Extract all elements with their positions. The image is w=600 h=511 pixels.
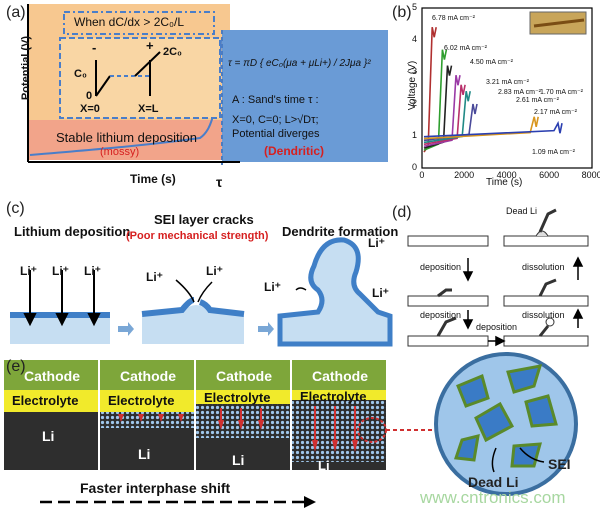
zero-label: 0 — [86, 90, 93, 102]
pink-region — [28, 120, 230, 160]
panel-a-xlabel: Time (s) — [130, 172, 176, 186]
plus-sign: + — [146, 38, 154, 53]
panel-e-label: (e) — [6, 358, 26, 375]
ion-1: Li⁺ — [20, 264, 37, 278]
series-label: 6.02 mA cm⁻² — [444, 45, 487, 52]
blue-region — [222, 30, 388, 162]
li-3: Li — [232, 452, 245, 468]
series-label: 1.09 mA cm⁻² — [532, 149, 575, 156]
stage2-title: SEI layer cracks — [154, 212, 254, 227]
ion-4: Li⁺ — [146, 270, 163, 284]
dissolution-2: dissolution — [522, 310, 565, 320]
cell-columns — [4, 360, 386, 470]
series-line — [423, 91, 471, 144]
ion-3: Li⁺ — [84, 264, 101, 278]
li-2: Li — [138, 446, 151, 462]
c0-label: C₀ — [74, 68, 87, 80]
tau-label: τ — [216, 174, 223, 190]
sei-label: SEI — [548, 456, 571, 472]
stage3-title: Dendrite formation — [282, 224, 399, 239]
dendritic-label: (Dendritic) — [264, 144, 324, 158]
sand-equation: τ = πD { eC₀(μa + μLi+) / 2Jμa }² — [228, 58, 371, 69]
series-line — [423, 84, 466, 146]
panel-c-label: (c) — [6, 200, 25, 217]
cathode-2: Cathode — [120, 368, 176, 384]
ion-7: Li⁺ — [368, 236, 385, 250]
mossy-label: (mossy) — [100, 146, 140, 158]
deposition-1: deposition — [420, 262, 462, 272]
series-label: 4.50 mA cm⁻² — [470, 59, 513, 66]
series-line — [423, 120, 563, 138]
xtick-label: 4000 — [496, 170, 517, 180]
cathode-1: Cathode — [24, 368, 80, 384]
panel-b-label: (b) — [392, 4, 412, 21]
ion-6: Li⁺ — [264, 280, 281, 294]
ytick-label: 0 — [412, 162, 418, 172]
xtick-label: 0 — [419, 170, 425, 180]
sand-time-label: A : Sand's time τ : — [232, 94, 319, 106]
electrolyte-3: Electrolyte — [204, 390, 271, 405]
ion-8: Li⁺ — [372, 286, 389, 300]
xl-label: X=L — [138, 103, 159, 115]
panel-b-xlabel: Time (s) — [486, 177, 523, 188]
dead-li-label: Dead Li — [506, 206, 538, 216]
shift-label: Faster interphase shift — [80, 480, 231, 496]
cathode-3: Cathode — [216, 368, 272, 384]
ion-2: Li⁺ — [52, 264, 69, 278]
panel-d-label: (d) — [392, 204, 412, 221]
deposition-2: deposition — [420, 310, 462, 320]
diverges-text: Potential diverges — [232, 128, 320, 140]
xtick-label: 8000 — [581, 170, 600, 180]
electrolyte-2: Electrolyte — [108, 393, 175, 408]
condition-2: X=0, C=0; L>√Dτ; — [232, 114, 319, 126]
dead-li-e: Dead Li — [468, 474, 519, 490]
panel-a-label: (a) — [6, 4, 26, 21]
watermark: www.cntronics.com — [420, 488, 566, 507]
series-label: 2.83 mA cm⁻² — [498, 89, 541, 96]
series-line — [423, 49, 448, 151]
series-label: 3.21 mA cm⁻² — [486, 79, 529, 86]
li-1: Li — [42, 428, 55, 444]
condition-text: When dC/dx > 2C₀/L — [74, 15, 185, 29]
li-4: Li — [318, 458, 330, 473]
series-line — [423, 116, 539, 140]
series-label: 1.70 mA cm⁻² — [540, 89, 583, 96]
series-line — [423, 75, 461, 148]
series-label: 6.78 mA cm⁻² — [432, 15, 475, 22]
2c0-label: 2C₀ — [163, 46, 183, 58]
cathode-4: Cathode — [312, 368, 368, 384]
ion-5: Li⁺ — [206, 264, 223, 278]
minus-sign: - — [92, 40, 97, 55]
series-label: 2.61 mA cm⁻² — [516, 97, 559, 104]
xtick-label: 2000 — [454, 170, 475, 180]
ytick-label: 2 — [412, 98, 418, 108]
ytick-label: 5 — [412, 2, 418, 12]
x0-label: X=0 — [80, 103, 100, 115]
stage2-subtitle: (Poor mechanical strength) — [126, 230, 269, 242]
stage1-title: Lithium deposition — [14, 224, 131, 239]
series-label: 2.17 mA cm⁻² — [534, 109, 577, 116]
electrolyte-1: Electrolyte — [12, 393, 79, 408]
ytick-label: 3 — [412, 66, 418, 76]
ytick-label: 4 — [412, 34, 418, 44]
dissolution-1: dissolution — [522, 262, 565, 272]
ytick-label: 1 — [412, 130, 418, 140]
deposition-3: deposition — [476, 322, 518, 332]
xtick-label: 6000 — [539, 170, 560, 180]
stable-label: Stable lithium deposition — [56, 130, 197, 145]
electrolyte-4: Electrolyte — [300, 389, 367, 404]
